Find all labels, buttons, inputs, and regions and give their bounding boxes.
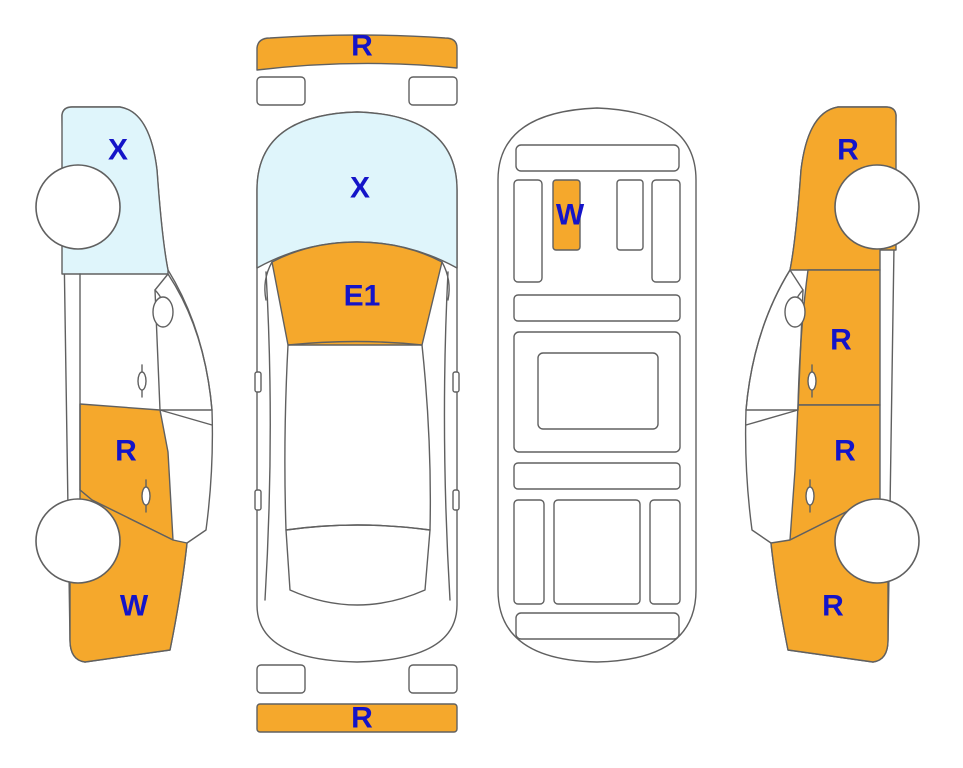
left-front-wheel — [35, 498, 121, 584]
right-front-handle — [805, 479, 815, 513]
left-rear-handle — [137, 364, 147, 398]
left-pillar-line — [264, 261, 273, 301]
front-bumper-label: R — [351, 30, 373, 63]
underbody-center-pan — [537, 352, 659, 430]
underbody-crossmember-1 — [513, 294, 681, 322]
left-sill-line — [159, 409, 213, 426]
underbody-rear-right-rail — [649, 499, 681, 605]
right-rear-wheel — [834, 164, 920, 250]
handle-right — [452, 489, 460, 511]
headlight-right — [408, 76, 458, 106]
mirror-left — [254, 371, 262, 393]
hood-panel[interactable] — [271, 241, 443, 346]
left-rear-panel-label: X — [108, 134, 128, 167]
taillight-left — [256, 664, 306, 694]
top-view: R X E1 R — [254, 30, 460, 735]
headlight-left — [256, 76, 306, 106]
left-rear-wheel — [35, 164, 121, 250]
underbody-part-panel[interactable] — [552, 179, 581, 251]
right-mirror — [784, 296, 806, 328]
rear-bumper-panel[interactable] — [256, 703, 458, 733]
right-front-fender-label: R — [822, 590, 844, 623]
underbody-front-right-rail — [651, 179, 681, 283]
right-rear-quarter-label: R — [837, 134, 859, 167]
underbody-front-mid — [616, 179, 644, 251]
left-mirror — [152, 296, 174, 328]
right-side-view: R R R R — [744, 106, 920, 663]
left-front-fender-label: W — [120, 590, 149, 623]
rear-window — [285, 524, 431, 606]
windshield-label: X — [350, 172, 370, 205]
right-front-door-label: R — [834, 435, 856, 468]
underbody-rear-center — [553, 499, 641, 605]
left-window-line — [154, 273, 213, 411]
front-bumper-panel[interactable] — [256, 34, 458, 71]
mirror-right — [452, 371, 460, 393]
right-window-line — [745, 269, 804, 411]
right-sill-line — [745, 409, 799, 426]
underbody-front-left-rail — [513, 179, 543, 283]
underbody-rear-left-rail — [513, 499, 545, 605]
left-front-handle — [141, 479, 151, 513]
right-pillar-line — [441, 261, 450, 301]
rear-bumper-label: R — [351, 702, 373, 735]
underbody-rear-bar — [515, 612, 680, 640]
left-side-view: X R W — [35, 106, 214, 663]
underbody-crossmember-2 — [513, 462, 681, 490]
right-body-line — [443, 271, 451, 601]
underbody-front-bar — [515, 144, 680, 172]
underbody-view: W — [497, 107, 697, 663]
right-rear-door-label: R — [830, 324, 852, 357]
right-rear-handle — [807, 364, 817, 398]
hood-label: E1 — [344, 280, 381, 313]
taillight-right — [408, 664, 458, 694]
handle-left — [254, 489, 262, 511]
left-body-line — [264, 271, 271, 601]
left-front-door-label: R — [115, 435, 137, 468]
right-front-wheel — [834, 498, 920, 584]
underbody-part-label: W — [556, 199, 585, 232]
